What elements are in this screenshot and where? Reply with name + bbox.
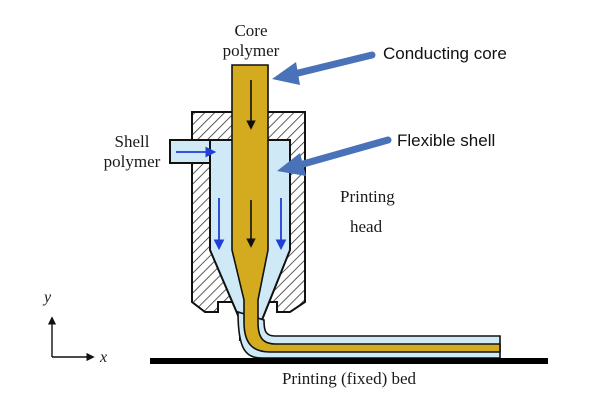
shell-polymer-label-1: Shell (115, 132, 150, 151)
core-polymer-label-1: Core (234, 21, 267, 40)
flexible-shell-label: Flexible shell (397, 131, 495, 150)
printing-bed-label: Printing (fixed) bed (282, 369, 417, 388)
flexible-shell-callout-arrow (277, 136, 392, 176)
printing-bed (150, 358, 548, 364)
shell-polymer-label-2: polymer (104, 152, 161, 171)
core-channel (231, 64, 501, 353)
conducting-core-callout-arrow (272, 51, 376, 85)
core-polymer-label-2: polymer (223, 41, 280, 60)
printing-head-label-2: head (350, 217, 383, 236)
x-axis-label: x (99, 349, 107, 366)
y-axis-label: y (42, 289, 52, 306)
printing-head-label-1: Printing (340, 187, 395, 206)
conducting-core-label: Conducting core (383, 44, 507, 63)
